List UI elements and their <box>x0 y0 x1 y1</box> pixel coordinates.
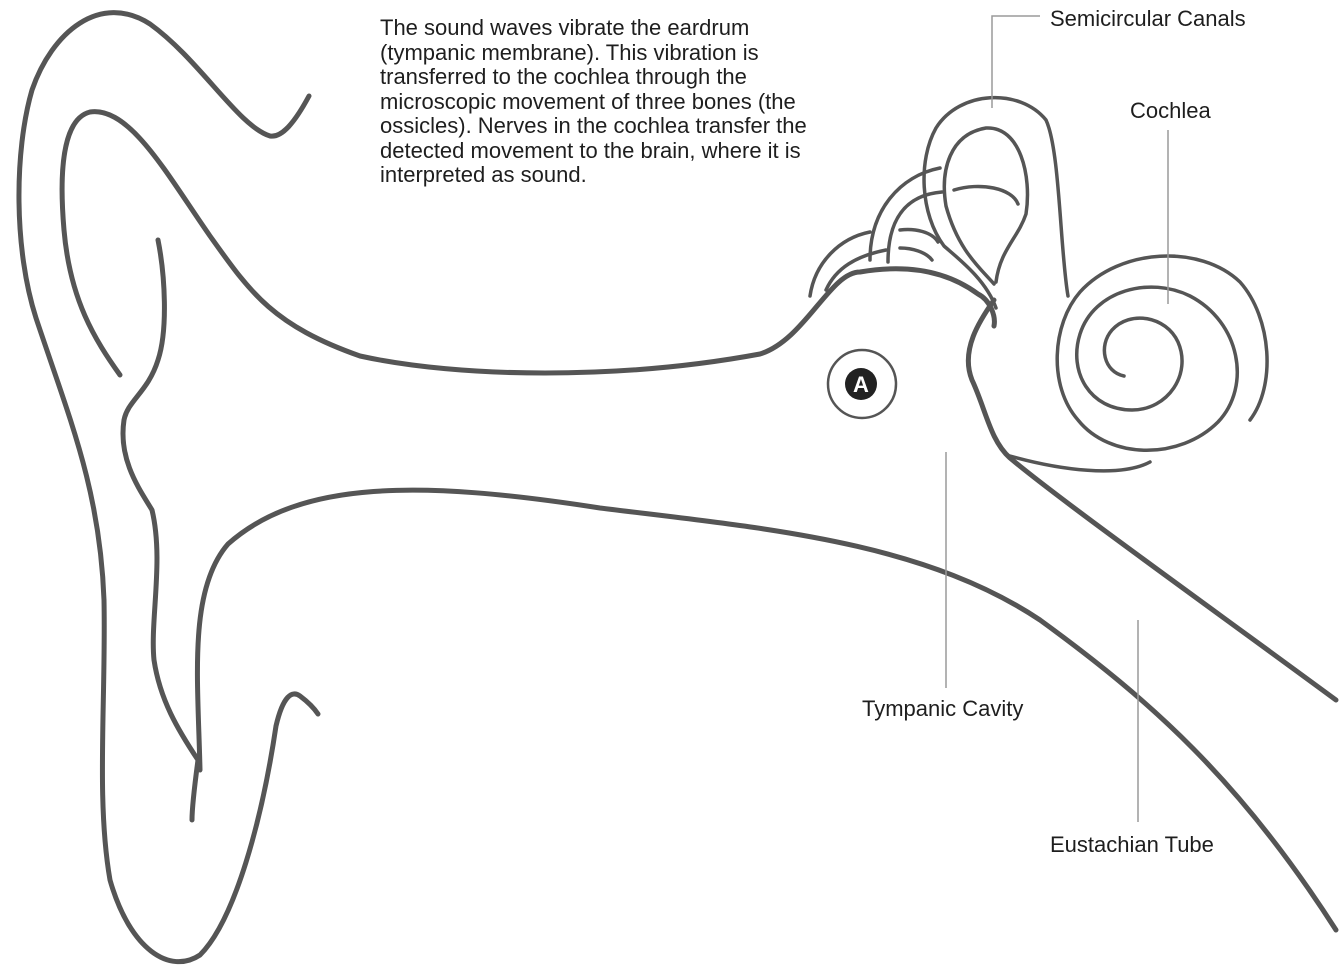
label-semicircular-canals: Semicircular Canals <box>1050 6 1246 32</box>
cochlea-spiral <box>1057 256 1267 450</box>
label-cochlea: Cochlea <box>1130 98 1211 124</box>
semicircular-canal-loop-a <box>954 186 1018 204</box>
semicircular-canal-loop-g <box>900 248 932 260</box>
label-tympanic-cavity: Tympanic Cavity <box>862 696 1023 722</box>
explanation-paragraph: The sound waves vibrate the eardrum (tym… <box>380 16 850 188</box>
marker-a: A <box>828 350 896 418</box>
semicircular-canal-loop-d <box>900 230 938 243</box>
ear-canal-lower-wall <box>197 490 1336 930</box>
marker-a-letter: A <box>853 372 869 397</box>
tympanic-cavity-wall <box>968 300 1336 700</box>
semicircular-canals-leader <box>992 16 1040 108</box>
cochlea-base-line <box>1010 456 1150 471</box>
antihelix-ridge <box>123 240 198 820</box>
semicircular-canal-inner <box>944 128 1027 284</box>
label-eustachian-tube: Eustachian Tube <box>1050 832 1214 858</box>
semicircular-canal-loop-e <box>810 232 870 296</box>
